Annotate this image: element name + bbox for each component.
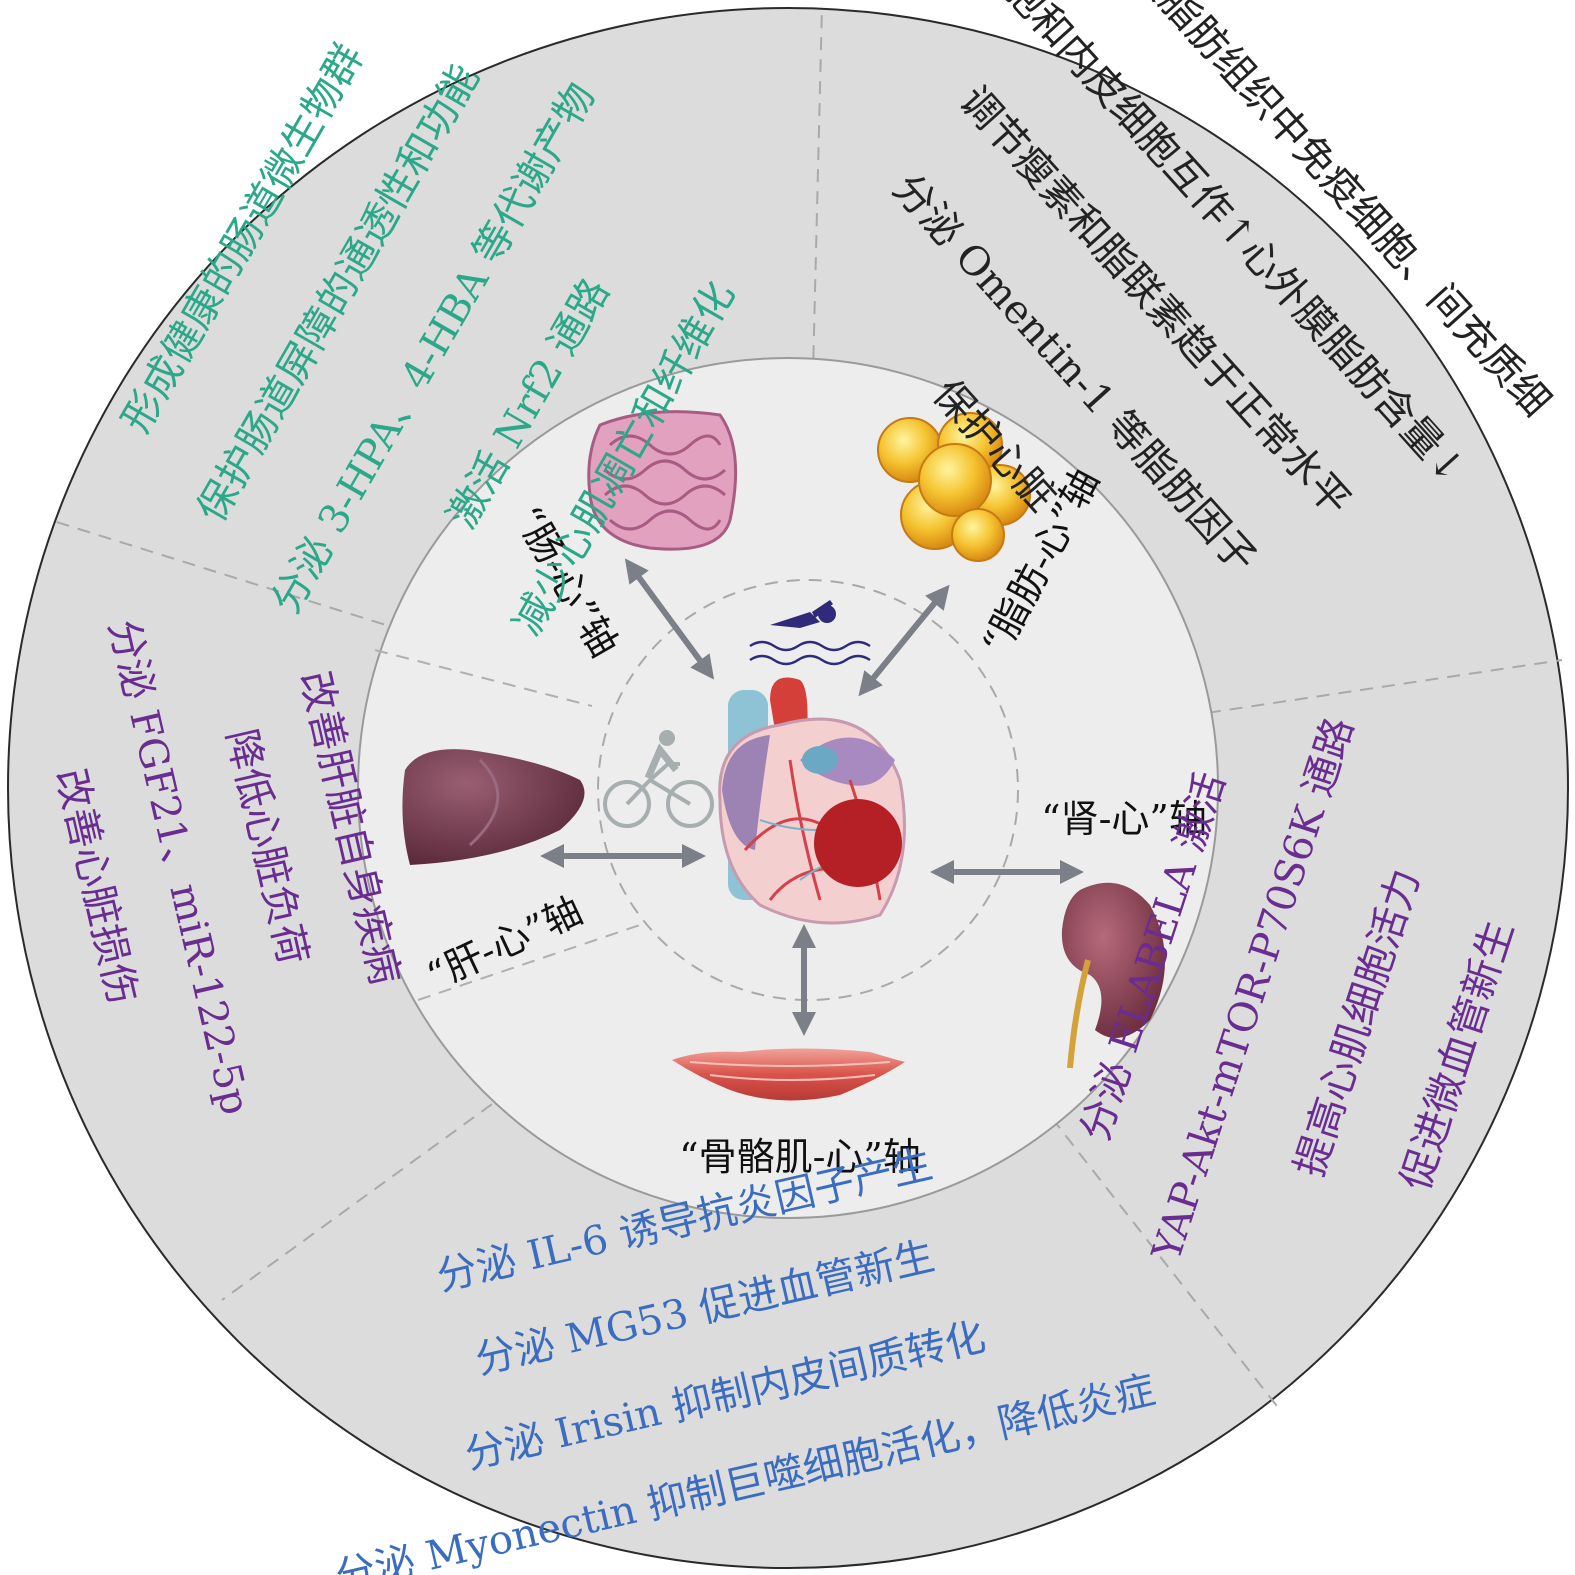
muscle-axis-label: “骨骼肌-心”轴 — [679, 1135, 921, 1179]
inner-dividers — [374, 649, 641, 1001]
axis-arrows — [540, 558, 1084, 1036]
swimmer-icon — [749, 600, 871, 666]
gut-arrow — [624, 558, 715, 680]
intestine-icon — [587, 410, 738, 551]
fat-cells-icon — [877, 412, 1031, 562]
fat-arrow — [858, 584, 950, 697]
kidney-icon — [1061, 882, 1165, 1069]
center-dashed-circle — [597, 579, 1019, 1001]
liver-icon — [402, 749, 585, 865]
cyclist-icon — [603, 730, 714, 828]
muscle-icon — [672, 1048, 905, 1101]
heart-icon — [718, 677, 906, 925]
kidney-axis-label: “肾-心”轴 — [1041, 797, 1207, 841]
